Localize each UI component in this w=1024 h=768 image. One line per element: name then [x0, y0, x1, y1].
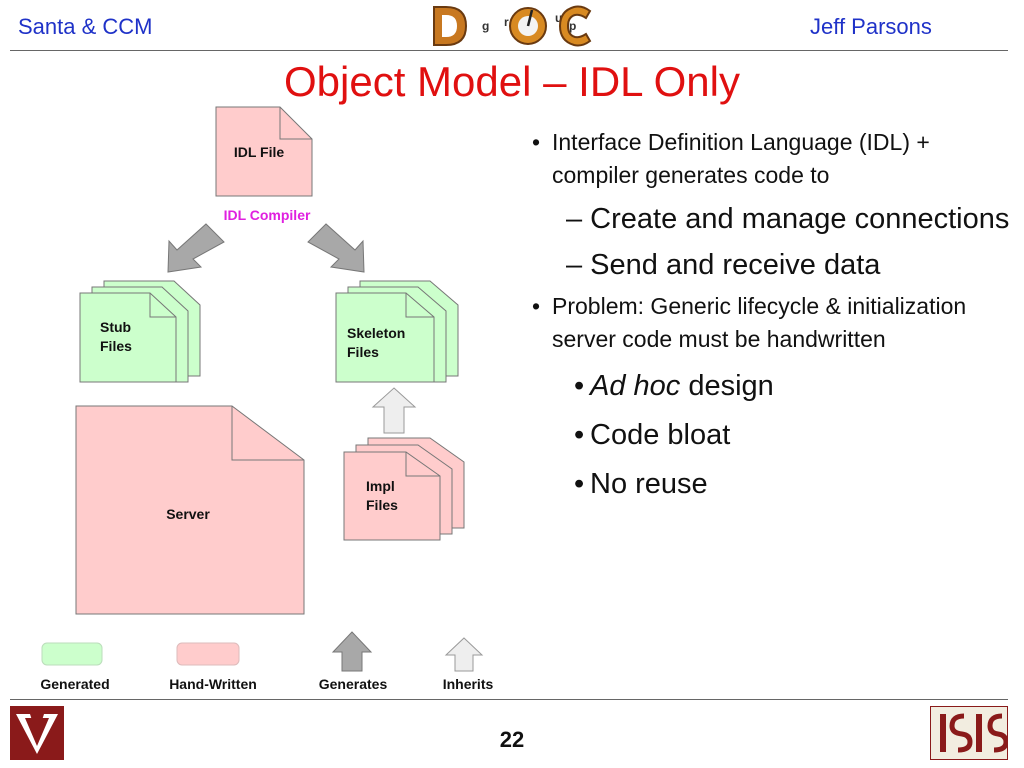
sub-bullet-no-reuse: No reuse — [530, 460, 1010, 509]
sub-bullet-send-receive: – Send and receive data — [566, 249, 881, 281]
footer-rule — [10, 699, 1008, 700]
generates-arrow-left — [167, 223, 225, 273]
logo-letter-r: r — [504, 15, 509, 29]
impl-files-label-line1: Impl — [366, 478, 395, 494]
sub-bullet-connections: – Create and manage connections — [566, 203, 1010, 235]
sub-bullet-code-bloat: Code bloat — [530, 411, 1010, 460]
idl-compiler-label: IDL Compiler — [224, 207, 311, 223]
logo-letter-d — [433, 6, 468, 46]
legend-handwritten-label: Hand-Written — [169, 676, 257, 692]
impl-files-label-line2: Files — [366, 497, 398, 513]
bullet-idl-compiler: Interface Definition Language (IDL) + co… — [530, 126, 1010, 192]
sub-bullet-ad-hoc: Ad hoc design — [530, 362, 1010, 411]
object-model-diagram: IDL File IDL Compiler Stub Files Skeleto… — [40, 106, 494, 692]
slide-title: Object Model – IDL Only — [284, 58, 740, 105]
legend-inherits-arrow — [444, 637, 484, 672]
page-number: 22 — [499, 727, 525, 752]
legend-inherits-label: Inherits — [443, 676, 494, 692]
server-document: Server — [75, 405, 305, 615]
doc-group-logo: g r u p — [433, 6, 576, 46]
generates-arrow-right — [307, 223, 365, 273]
stub-files-label-line1: Stub — [100, 319, 131, 335]
server-label: Server — [166, 506, 210, 522]
logo-letter-g: g — [482, 19, 489, 33]
legend-generates-label: Generates — [319, 676, 388, 692]
legend-generated-swatch — [41, 642, 103, 666]
logo-letter-c — [558, 5, 592, 47]
header-right-text: Jeff Parsons — [810, 14, 932, 39]
header-rule — [10, 50, 1008, 51]
skeleton-files-stack: Skeleton Files — [335, 280, 459, 383]
idl-file-label: IDL File — [234, 144, 285, 160]
isis-logo — [930, 706, 1008, 760]
ad-hoc-rest: design — [680, 370, 774, 402]
vanderbilt-logo — [10, 706, 64, 760]
ad-hoc-emphasis: Ad hoc — [590, 370, 681, 402]
idl-file-document: IDL File — [215, 106, 313, 197]
skeleton-files-label-line2: Files — [347, 344, 379, 360]
inherits-arrow-up — [371, 387, 417, 434]
stub-files-stack: Stub Files — [79, 280, 201, 383]
legend-generated-label: Generated — [40, 676, 109, 692]
impl-files-stack: Impl Files — [343, 437, 465, 541]
bullet-problem: Problem: Generic lifecycle & initializat… — [530, 290, 1010, 356]
logo-letter-p: p — [569, 19, 576, 33]
stub-files-label-line2: Files — [100, 338, 132, 354]
logo-letter-u: u — [555, 11, 562, 25]
skeleton-files-label-line1: Skeleton — [347, 325, 405, 341]
legend-generates-arrow — [331, 631, 373, 672]
legend-handwritten-swatch — [176, 642, 240, 666]
logo-clock-o — [509, 7, 547, 45]
header-left-text: Santa & CCM — [18, 14, 153, 39]
bullet-list: Interface Definition Language (IDL) + co… — [530, 126, 1010, 509]
